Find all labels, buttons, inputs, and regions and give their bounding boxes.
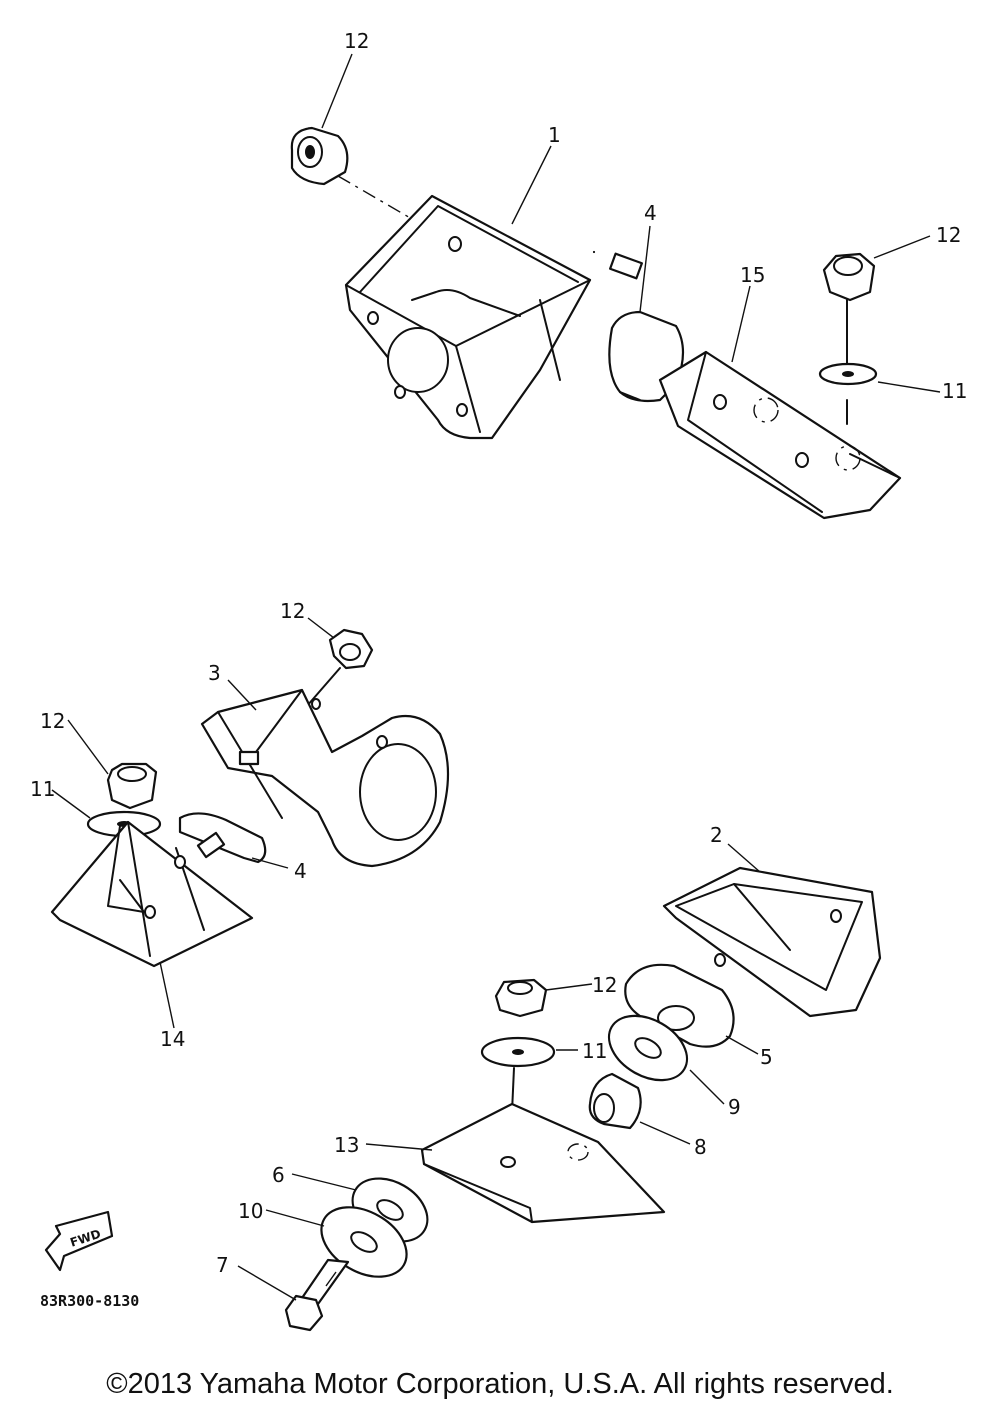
callout-12-left: 12: [40, 709, 65, 733]
part-11-washer-top-right: [818, 362, 878, 386]
part-2-right-box-bracket: [662, 866, 882, 1018]
callout-12-top-left: 12: [344, 29, 369, 53]
part-12-nut-top-right: [822, 252, 876, 302]
callout-4-top: 4: [644, 201, 657, 225]
part-7-bolt: [284, 1258, 350, 1332]
part-9-washer: [607, 1014, 689, 1082]
callout-4-middle: 4: [294, 859, 307, 883]
copyright-notice: ©2013 Yamaha Motor Corporation, U.S.A. A…: [106, 1368, 894, 1400]
part-3-middle-bracket: [200, 688, 450, 868]
fwd-arrow-icon: FWD: [44, 1210, 114, 1272]
part-10-washer: [320, 1206, 408, 1278]
callout-2: 2: [710, 823, 723, 847]
callout-9: 9: [728, 1095, 741, 1119]
callout-13: 13: [334, 1133, 359, 1157]
callout-11-bottom: 11: [582, 1039, 607, 1063]
callout-11-left: 11: [30, 777, 55, 801]
part-13-bottom-plate: [420, 1102, 666, 1224]
callout-15: 15: [740, 263, 765, 287]
leader-lines: [51, 53, 941, 1301]
callout-12-top-right: 12: [936, 223, 961, 247]
part-14-left-bracket: [50, 820, 254, 968]
part-15-right-bracket: [658, 350, 902, 520]
part-12-nut-middle: [328, 628, 374, 670]
callout-12-middle: 12: [280, 599, 305, 623]
callout-5: 5: [760, 1045, 773, 1069]
part-12-nut-bottom: [494, 978, 548, 1018]
callout-8: 8: [694, 1135, 707, 1159]
callout-14: 14: [160, 1027, 185, 1051]
part-4-engine-mount-middle: [178, 750, 267, 864]
part-12-nut-top-left: [290, 126, 349, 186]
callout-7: 7: [216, 1253, 229, 1277]
callout-10: 10: [238, 1199, 263, 1223]
callout-12-bottom: 12: [592, 973, 617, 997]
part-8-collar: [588, 1072, 642, 1130]
part-5-rubber-cushion: [624, 963, 735, 1048]
callout-3: 3: [208, 661, 221, 685]
drawing-code: 83R300-8130: [40, 1292, 140, 1310]
callout-11-top-right: 11: [942, 379, 967, 403]
part-11-washer-bottom: [480, 1036, 556, 1068]
part-1-main-bracket: [344, 194, 592, 440]
callout-1: 1: [548, 123, 561, 147]
callout-6: 6: [272, 1163, 285, 1187]
part-12-nut-left: [106, 762, 158, 810]
